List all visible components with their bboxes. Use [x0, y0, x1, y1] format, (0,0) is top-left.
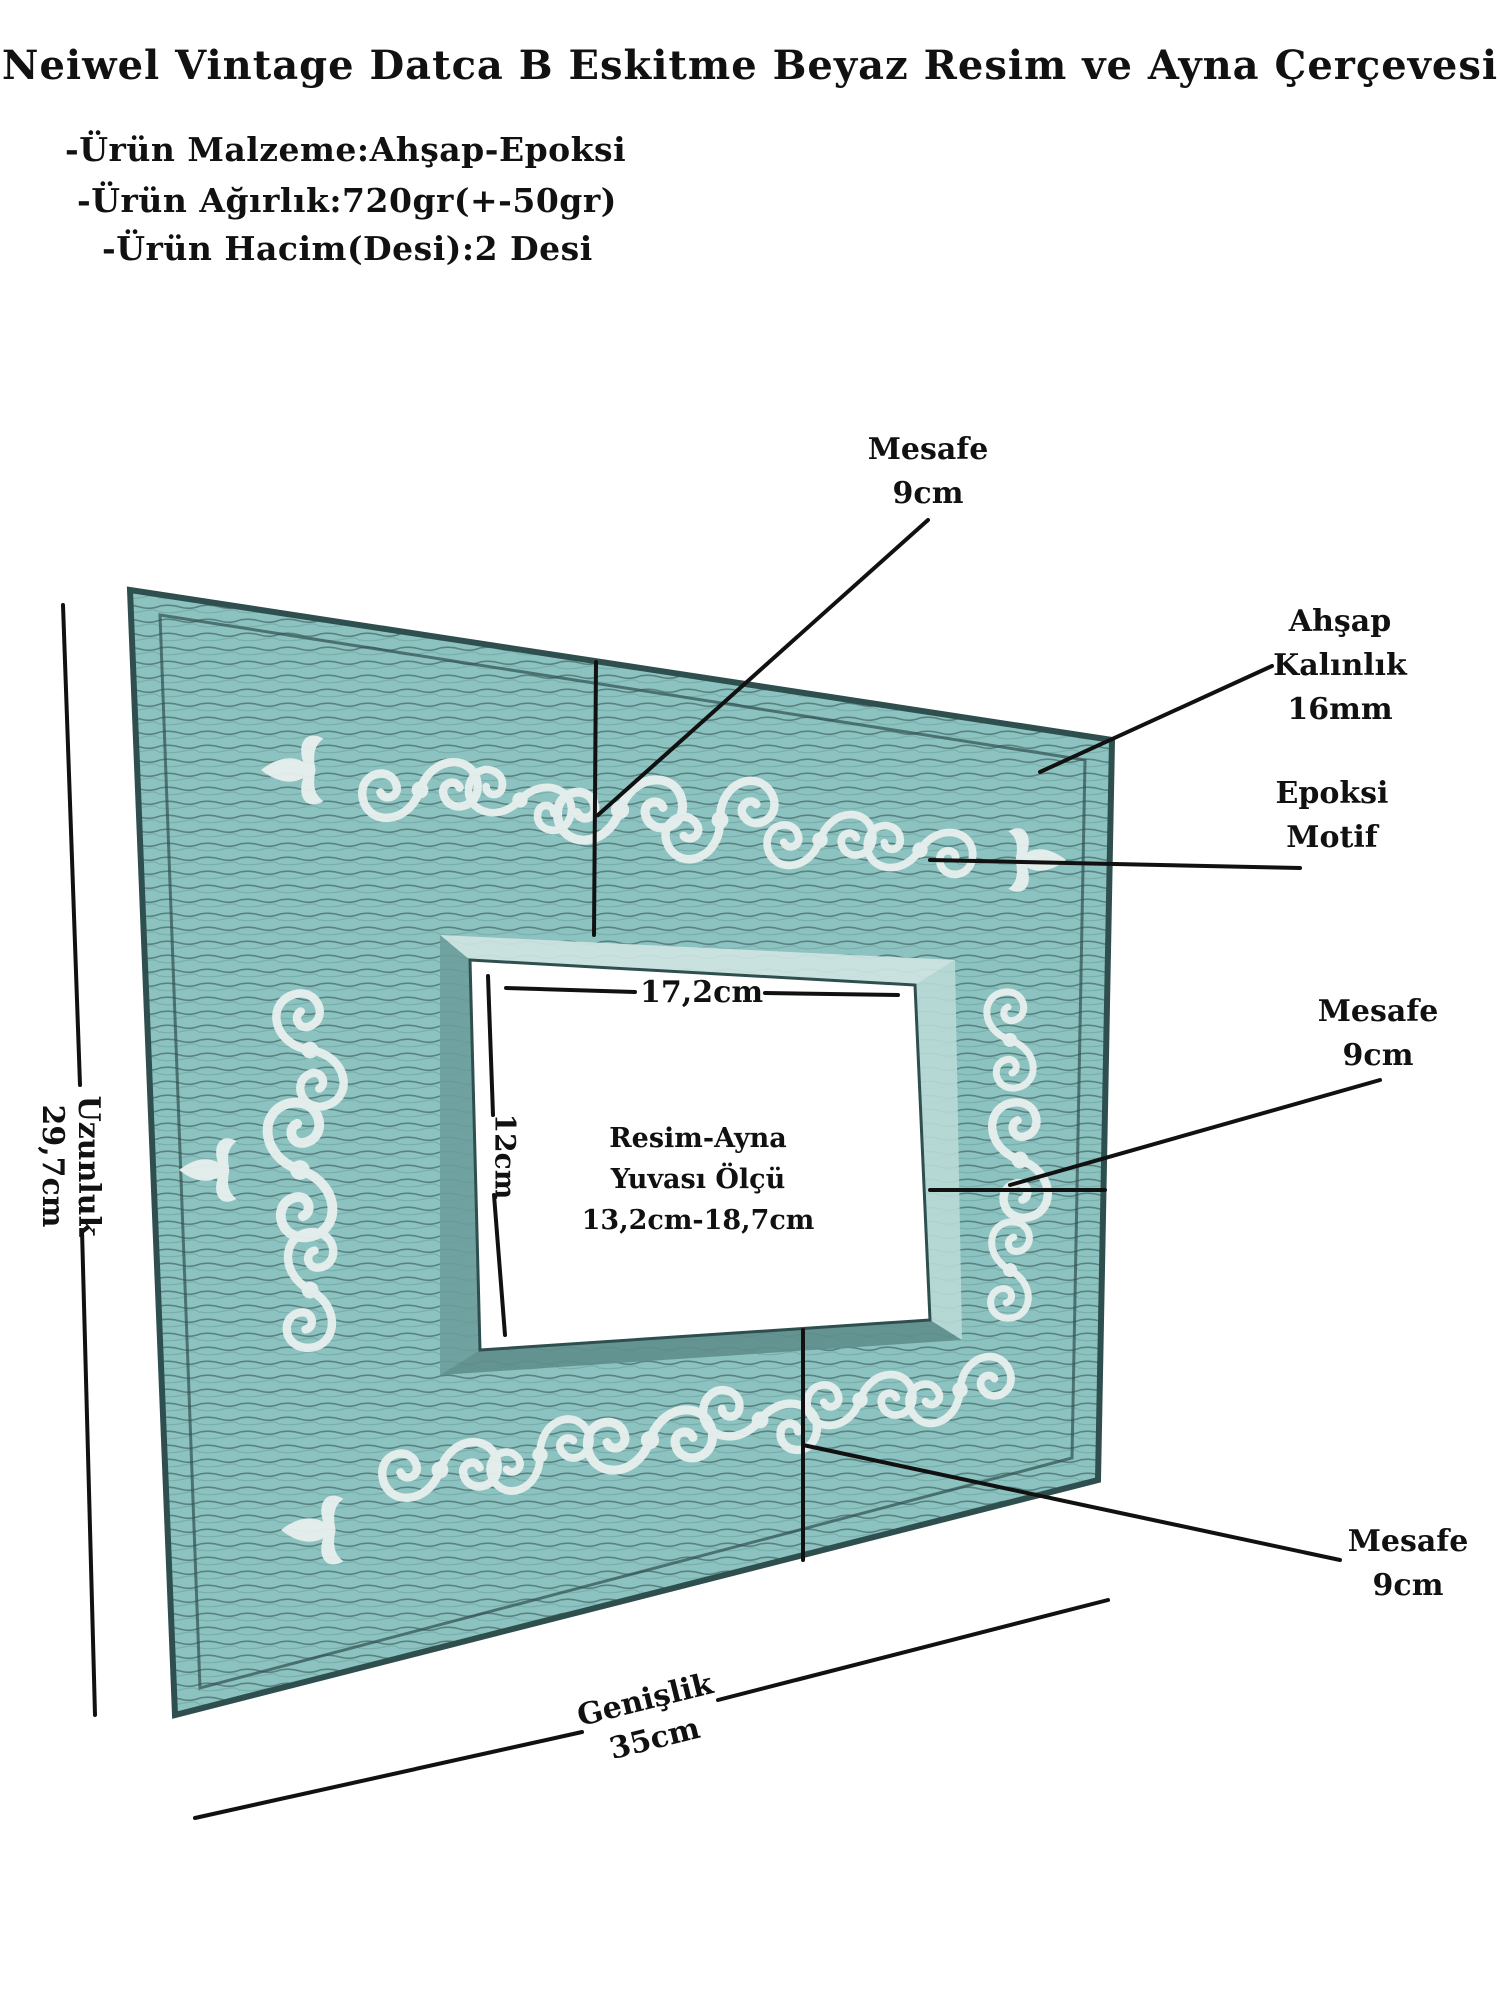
spec-material: -Ürün Malzeme:Ahşap-Epoksi — [65, 130, 627, 169]
callout-epoxy-motif: Epoksi Motif — [1275, 776, 1389, 855]
frame-inner-bevel-bottom — [440, 1320, 962, 1375]
line-length-bottom — [80, 1228, 97, 1717]
callout-wood-thickness: Ahşap Kalınlık 16mm — [1273, 604, 1407, 727]
line-bottom-distance-leader — [801, 1443, 1342, 1562]
line-top-distance-marker — [592, 660, 598, 937]
line-width-right — [716, 1598, 1110, 1702]
line-epoxy-leader — [928, 858, 1302, 870]
line-opening-height-bottom — [492, 1193, 507, 1337]
opening-width-label: 17,2cm — [640, 975, 764, 1010]
line-opening-width-left — [504, 986, 637, 994]
line-right-distance-leader — [1008, 1078, 1382, 1187]
line-opening-height-top — [486, 974, 495, 1117]
callout-right-distance: Mesafe 9cm — [1317, 994, 1439, 1073]
frame-inner-bevel-left — [440, 935, 480, 1375]
frame-inner-bevel-top — [440, 935, 955, 985]
page-title: Neiwel Vintage Datca B Eskitme Beyaz Res… — [1, 42, 1499, 89]
line-opening-width-right — [763, 991, 900, 997]
callout-bottom-distance: Mesafe 9cm — [1347, 1524, 1469, 1603]
callout-top-distance: Mesafe 9cm — [867, 432, 989, 511]
line-length-top — [61, 603, 82, 1087]
line-width-left — [193, 1730, 584, 1820]
line-top-distance-leader — [596, 518, 930, 817]
opening-height-label: 12cm — [488, 1113, 522, 1200]
spec-weight: -Ürün Ağırlık:720gr(+-50gr) — [77, 181, 617, 220]
frame-bevel — [158, 613, 1087, 1690]
overall-length-label: Uzunluk 29,7cm — [35, 1095, 106, 1237]
picture-opening — [468, 958, 932, 1352]
slot-size-label: Resim-Ayna Yuvası Ölçü 13,2cm-18,7cm — [581, 1123, 815, 1236]
line-thickness-leader — [1038, 664, 1274, 774]
spec-volume: -Ürün Hacim(Desi):2 Desi — [102, 229, 593, 268]
